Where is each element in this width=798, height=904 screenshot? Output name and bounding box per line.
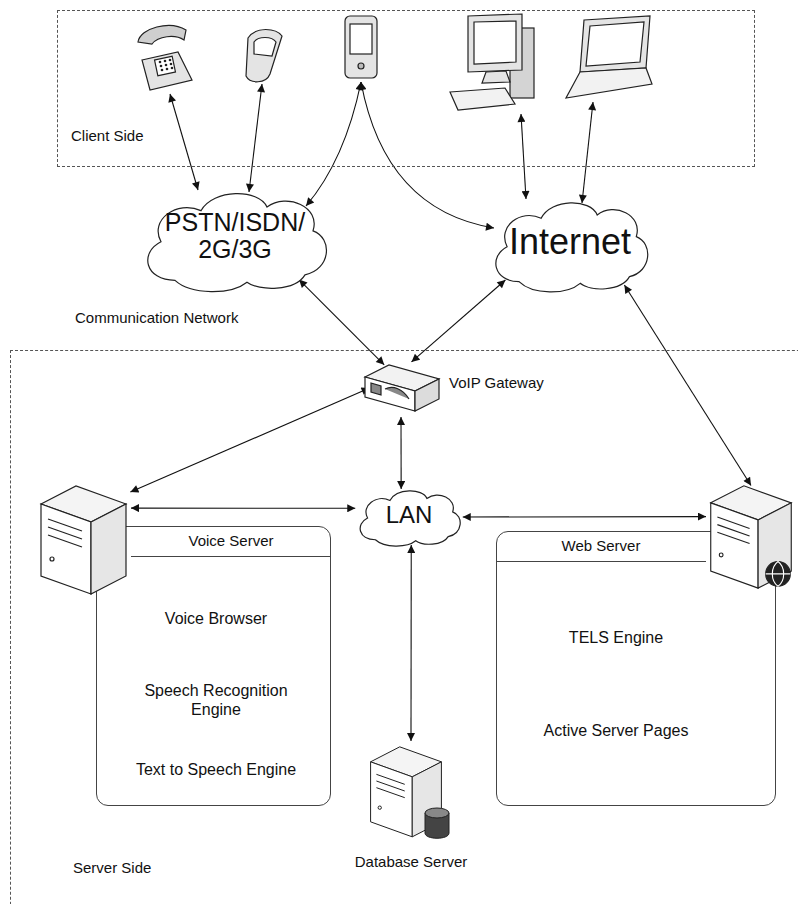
drawing-part xyxy=(358,63,364,69)
component-label: Active Server Pages xyxy=(517,697,715,765)
voice-server-icon xyxy=(36,479,131,599)
drawing-part xyxy=(580,16,650,72)
gateway-icon xyxy=(359,359,444,417)
component-label: TELS Engine xyxy=(517,604,715,672)
server-side xyxy=(91,504,126,594)
drawing-part xyxy=(159,59,174,72)
component-box: TELS Engine xyxy=(516,603,716,673)
component-label: Text to Speech Engine xyxy=(117,744,315,797)
globe xyxy=(766,562,791,587)
cell-phone xyxy=(246,30,282,82)
component-box: Text to Speech Engine xyxy=(116,743,316,798)
network-cloud: PSTN/ISDN/ 2G/3G xyxy=(135,185,335,295)
drawing-part xyxy=(468,14,522,72)
server-front xyxy=(711,503,758,588)
drawing-part xyxy=(160,65,163,68)
region-band: VoIP GatewayVoice BrowserSpeech Recognit… xyxy=(10,350,798,904)
laptop xyxy=(566,16,652,98)
component-label: Voice Browser xyxy=(117,594,315,645)
server-slot xyxy=(48,535,82,547)
header-rule xyxy=(496,561,706,562)
server-led xyxy=(50,557,54,561)
connector xyxy=(130,388,369,492)
drawing-part xyxy=(711,486,792,588)
network-label: Internet xyxy=(490,195,650,288)
gateway-side xyxy=(415,379,439,411)
drawing-part xyxy=(482,71,510,83)
connector xyxy=(624,285,751,486)
server-front xyxy=(41,504,91,594)
drawing-part xyxy=(365,365,439,411)
server-slot xyxy=(717,532,749,543)
drawing-part xyxy=(254,38,276,57)
database-node: Database Server xyxy=(346,741,476,876)
network-cloud: LAN xyxy=(353,486,465,548)
drawing-part xyxy=(345,16,377,78)
server-led xyxy=(719,553,723,557)
connector xyxy=(131,508,355,509)
drawing-part xyxy=(164,60,167,63)
drawing-part xyxy=(41,486,126,594)
gateway-front xyxy=(365,377,415,411)
server-side xyxy=(758,503,791,588)
desk-phone xyxy=(138,26,192,90)
drawing-part xyxy=(170,94,198,190)
drawing-part xyxy=(306,82,361,206)
gateway-face xyxy=(371,383,409,399)
drawing-part xyxy=(166,68,169,71)
component-box: Speech Recognition Engine xyxy=(116,673,316,728)
section-label: Communication Network xyxy=(75,309,238,326)
connector xyxy=(299,280,384,365)
desktop-pc xyxy=(450,14,534,110)
server-front xyxy=(371,762,413,837)
component-box: Voice Browser xyxy=(116,593,316,646)
drawing-part xyxy=(582,102,593,203)
drawing-part xyxy=(249,84,262,192)
drawing-part xyxy=(138,26,186,44)
network-label: PSTN/ISDN/ 2G/3G xyxy=(160,185,310,287)
globe-grid xyxy=(766,562,791,587)
drawing-part xyxy=(450,88,515,110)
drawing-part xyxy=(350,24,372,54)
region-band: Client Side xyxy=(57,10,755,167)
drawing-part xyxy=(361,82,494,228)
drawing-part xyxy=(142,52,192,90)
component-label: Speech Recognition Engine xyxy=(117,674,315,727)
drawing-part xyxy=(474,21,516,64)
server-slot xyxy=(376,788,404,798)
network-label: LAN xyxy=(364,486,454,544)
server-led xyxy=(378,806,381,809)
cylinder-top xyxy=(425,808,449,818)
drawing-part xyxy=(586,22,644,66)
network-cloud: Internet xyxy=(485,195,655,295)
drawing-part xyxy=(155,56,176,75)
drawing-part xyxy=(170,63,173,66)
gateway-node: VoIP Gateway xyxy=(359,359,569,417)
node-label: VoIP Gateway xyxy=(449,374,544,391)
node-label: Client Side xyxy=(71,127,144,144)
connector xyxy=(410,545,411,741)
header-rule xyxy=(131,556,331,557)
drawing-part xyxy=(169,59,172,62)
node-label: Server Side xyxy=(73,859,151,876)
connector xyxy=(463,516,706,517)
drawing-part xyxy=(521,114,526,199)
connector xyxy=(400,417,401,489)
server-box: Voice BrowserSpeech Recognition EngineTe… xyxy=(36,479,331,806)
pda xyxy=(345,16,377,78)
server-box: TELS EngineActive Server Pages Web Server xyxy=(496,479,796,806)
component-box: Active Server Pages xyxy=(516,696,716,766)
drawing-part xyxy=(566,68,652,98)
node-label: Web Server xyxy=(496,537,706,554)
drawing-part xyxy=(165,64,168,67)
drawing-part xyxy=(161,69,164,72)
database-cylinder xyxy=(424,807,450,839)
drawing-part xyxy=(246,30,282,82)
drawing-part xyxy=(159,61,162,64)
node-label: Database Server xyxy=(326,853,496,870)
drawing-part xyxy=(171,67,174,70)
web-server-icon xyxy=(706,479,796,593)
node-label: Voice Server xyxy=(131,532,331,549)
